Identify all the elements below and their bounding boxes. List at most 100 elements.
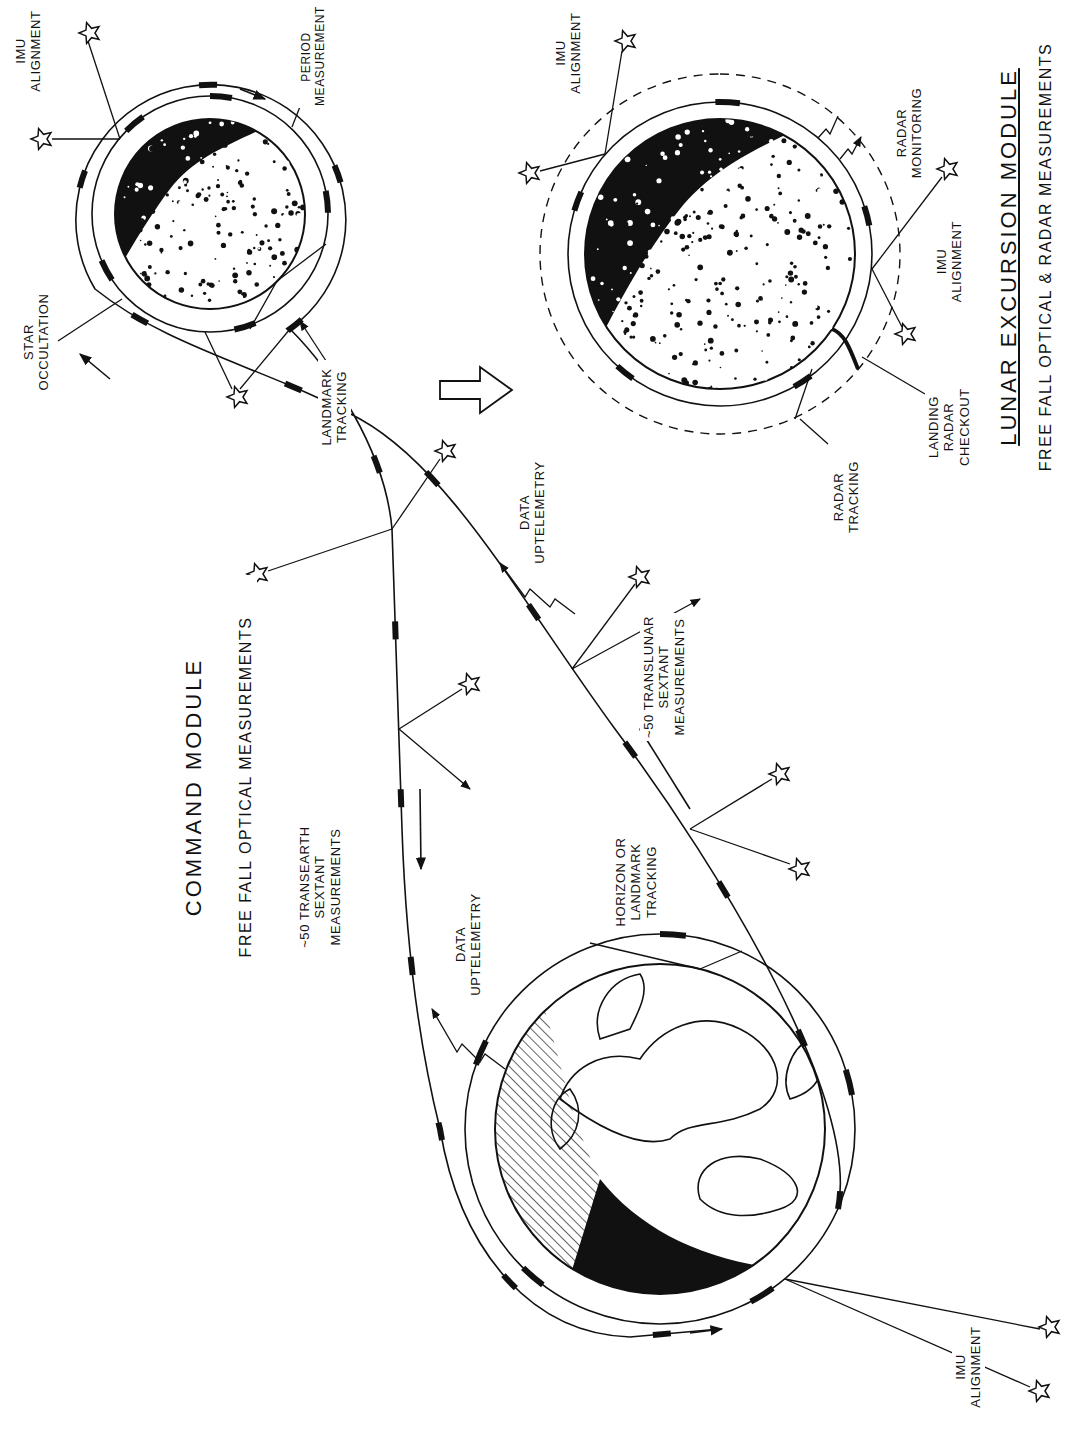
crater-dot [148, 265, 152, 269]
crater-dot [601, 292, 606, 297]
crater-dot [196, 192, 201, 197]
crater-dot [712, 383, 717, 388]
crater-dot [671, 216, 676, 221]
crater-dot [300, 205, 306, 211]
crater-dot [793, 219, 797, 223]
crater-dot [192, 247, 195, 250]
crater-dot [115, 218, 120, 223]
crater-dot [296, 213, 301, 218]
crater-dot [642, 285, 647, 290]
crater-dot [186, 189, 189, 192]
crater-dot [722, 283, 724, 285]
crater-dot [208, 216, 214, 222]
crater-dot [214, 119, 219, 124]
crater-dot [834, 288, 837, 291]
callout-label: DATA UPTELEMETRY [452, 890, 485, 999]
crater-dot [684, 240, 687, 243]
crater-dot [187, 288, 191, 292]
crater-dot [148, 222, 150, 224]
crater-dot [251, 205, 255, 209]
crater-dot [231, 132, 234, 135]
crater-dot [848, 257, 852, 261]
crater-dot [135, 188, 139, 192]
callout-label: STAR OCCULTATION [20, 285, 53, 399]
crater-dot [246, 262, 248, 264]
crater-dot [675, 150, 680, 155]
callout-label: LANDING RADAR CHECKOUT [925, 375, 973, 479]
crater-dot [640, 305, 643, 308]
crater-dot [673, 250, 678, 255]
crater-dot [650, 274, 654, 278]
crater-dot [606, 219, 608, 221]
crater-dot [793, 144, 797, 148]
crater-dot [219, 122, 224, 127]
crater-dot [735, 302, 741, 308]
crater-dot [640, 338, 642, 340]
crater-dot [129, 198, 134, 203]
crater-dot [689, 215, 691, 217]
crater-dot [692, 127, 697, 132]
crater-dot [706, 310, 711, 315]
crater-dot [617, 239, 622, 244]
crater-dot [623, 221, 629, 227]
crater-dot [659, 342, 661, 344]
crater-dot [692, 363, 694, 365]
crater-dot [185, 156, 190, 161]
crater-dot [787, 200, 792, 205]
crater-dot [685, 299, 688, 302]
crater-dot [828, 250, 830, 252]
crater-dot [172, 220, 174, 222]
crater-dot [294, 247, 300, 253]
crater-dot [152, 255, 156, 259]
crater-dot [245, 137, 250, 142]
crater-dot [260, 285, 265, 290]
crater-dot [608, 220, 614, 226]
crater-dot [715, 259, 719, 263]
crater-dot [613, 198, 617, 202]
crater-dot [773, 204, 775, 206]
crater-dot [682, 133, 684, 135]
crater-dot [663, 155, 668, 160]
crater-dot [710, 346, 713, 349]
crater-dot [130, 175, 135, 180]
crater-dot [671, 277, 676, 282]
crater-dot [217, 179, 219, 181]
crater-dot [599, 270, 602, 273]
crater-dot [768, 279, 772, 283]
crater-dot [700, 170, 704, 174]
crater-dot [151, 160, 153, 162]
crater-dot [730, 188, 733, 191]
crater-dot [656, 198, 660, 202]
crater-dot [624, 191, 629, 196]
crater-dot [686, 189, 688, 191]
crater-dot [162, 159, 165, 162]
crater-dot [840, 199, 845, 204]
crater-dot [178, 186, 181, 189]
crater-dot [663, 334, 667, 338]
crater-dot [704, 349, 707, 352]
crater-dot [821, 262, 824, 265]
crater-dot [777, 174, 781, 178]
crater-dot [737, 124, 739, 126]
crater-dot [185, 133, 188, 136]
crater-dot [253, 212, 257, 216]
crater-dot [817, 174, 820, 177]
crater-dot [636, 216, 638, 218]
crater-dot [600, 282, 603, 285]
crater-dot [226, 195, 228, 197]
crater-dot [592, 204, 596, 208]
crater-dot [170, 235, 173, 238]
crater-dot [257, 155, 262, 160]
crater-dot [691, 241, 693, 243]
crater-dot [166, 193, 169, 196]
crater-dot [679, 352, 683, 356]
crater-dot [191, 203, 194, 206]
crater-dot [256, 234, 258, 236]
crater-dot [708, 387, 711, 390]
star-symbol [789, 859, 809, 880]
crater-dot [716, 193, 720, 197]
crater-dot [222, 207, 226, 211]
crater-dot [618, 227, 624, 233]
crater-dot [132, 234, 134, 236]
crater-dot [704, 287, 709, 292]
